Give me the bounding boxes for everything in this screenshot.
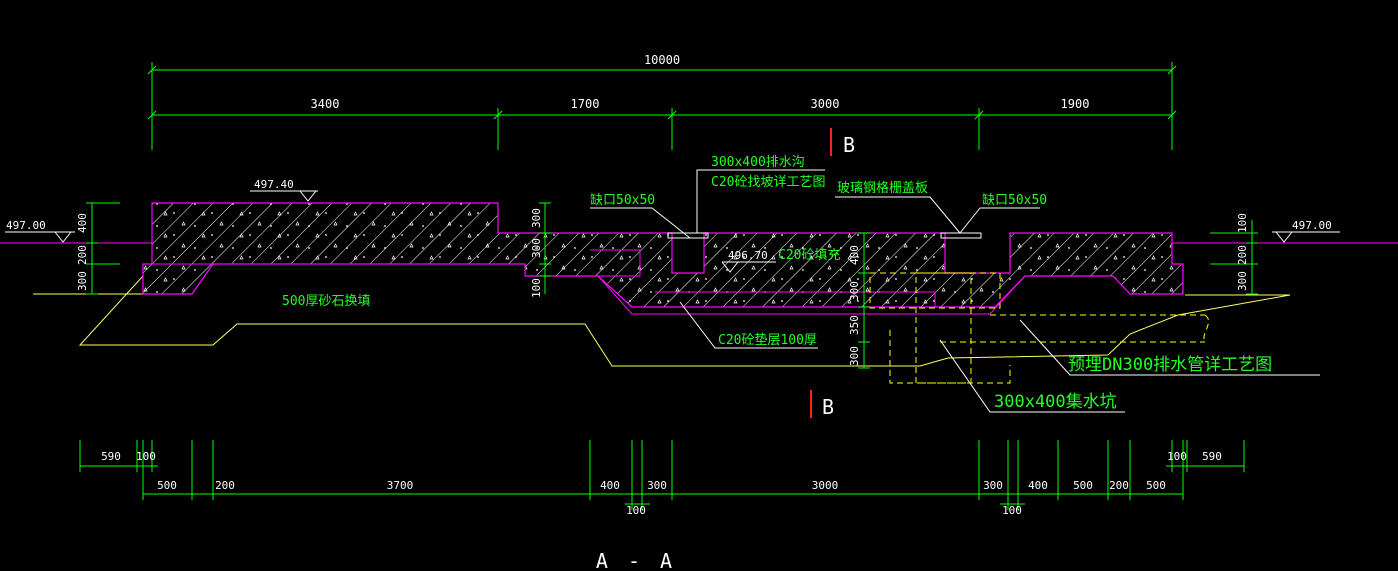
top-dimension-chain	[147, 62, 1177, 150]
cushion-label: C20砼垫层100厚	[718, 332, 817, 348]
concrete-slab	[142, 202, 1184, 315]
elevation-channel-bottom-label: 496.70	[728, 249, 768, 262]
top-segment-2-label: 1700	[571, 97, 600, 111]
gravel-label: 500厚砂石换填	[282, 294, 370, 309]
mid-dim-2: 300	[530, 238, 543, 258]
left-vertical-dims	[86, 202, 120, 295]
annotation-leaders	[590, 169, 1320, 413]
bottom-row2-dim-3: 3700	[387, 479, 414, 492]
left-dim-1: 400	[76, 213, 89, 233]
pipe-label: 预埋DN300排水管详工艺图	[1068, 355, 1272, 375]
sump-dim-1: 400	[848, 245, 861, 265]
bottom-row2-dim-1: 500	[157, 479, 177, 492]
sump-vertical-dims	[858, 232, 870, 369]
right-dim-2: 200	[1236, 245, 1249, 265]
overall-length-label: 10000	[644, 53, 680, 67]
notch-right-label: 缺口50x50	[982, 193, 1047, 208]
bottom-row2-dim-5: 300	[647, 479, 667, 492]
elevation-top-slab-label: 497.40	[254, 178, 294, 191]
top-segment-3-label: 3000	[811, 97, 840, 111]
notch-right-cover	[940, 232, 982, 239]
right-dim-1: 100	[1236, 213, 1249, 233]
grating-cover-label: 玻璃钢格栅盖板	[837, 180, 928, 196]
bottom-row1-dim-1: 590	[101, 450, 121, 463]
sump-dim-2: 300	[848, 281, 861, 301]
mid-step-vertical-dims	[539, 202, 551, 294]
mid-dim-1: 300	[530, 208, 543, 228]
section-mark-bottom-label: B	[822, 395, 834, 419]
bottom-row2-dim-10: 200	[1109, 479, 1129, 492]
bottom-row3-dim-2: 100	[1002, 504, 1022, 517]
elevation-left-ground-label: 497.00	[6, 219, 46, 232]
bottom-dimension-lines	[79, 440, 1245, 510]
excavation-outline	[33, 274, 1291, 367]
bottom-row2-dim-11: 500	[1146, 479, 1166, 492]
mid-dim-3: 100	[530, 278, 543, 298]
hidden-pipe-sump	[869, 272, 1210, 384]
bottom-row2-dim-8: 400	[1028, 479, 1048, 492]
c20-fill-label: C20砼填充	[778, 247, 840, 263]
notch-left-cover	[667, 232, 709, 239]
elevation-channel-bottom: 496.70	[721, 249, 776, 273]
sump-dim-3: 350	[848, 315, 861, 335]
bottom-row1-dim-3: 100	[1167, 450, 1187, 463]
elevation-right-ground: 497.00	[1272, 219, 1340, 243]
top-segment-4-label: 1900	[1061, 97, 1090, 111]
drain-channel-sub-label: C20砼找坡详工艺图	[711, 175, 825, 190]
bottom-row2-dim-4: 400	[600, 479, 620, 492]
sump-dim-4: 300	[848, 346, 861, 366]
section-mark-top-label: B	[843, 133, 855, 157]
notch-left-label: 缺口50x50	[590, 193, 655, 208]
bottom-row3-dim-1: 100	[626, 504, 646, 517]
sump-label: 300x400集水坑	[994, 392, 1117, 412]
bottom-row2-dim-9: 500	[1073, 479, 1093, 492]
elevation-left-ground: 497.00	[5, 219, 75, 243]
elevation-top-slab: 497.40	[250, 178, 318, 202]
drain-channel-label: 300x400排水沟	[711, 155, 805, 170]
left-dim-2: 200	[76, 245, 89, 265]
bottom-row1-dim-4: 590	[1202, 450, 1222, 463]
left-dim-3: 300	[76, 271, 89, 291]
right-dim-3: 300	[1236, 271, 1249, 291]
bottom-row1-dim-2: 100	[136, 450, 156, 463]
right-vertical-dims	[1210, 220, 1258, 295]
bottom-row2-dim-2: 200	[215, 479, 235, 492]
bottom-row2-dim-7: 300	[983, 479, 1003, 492]
elevation-right-ground-label: 497.00	[1292, 219, 1332, 232]
section-title: A - A	[596, 549, 676, 571]
bottom-row2-dim-6: 3000	[812, 479, 839, 492]
top-segment-1-label: 3400	[311, 97, 340, 111]
